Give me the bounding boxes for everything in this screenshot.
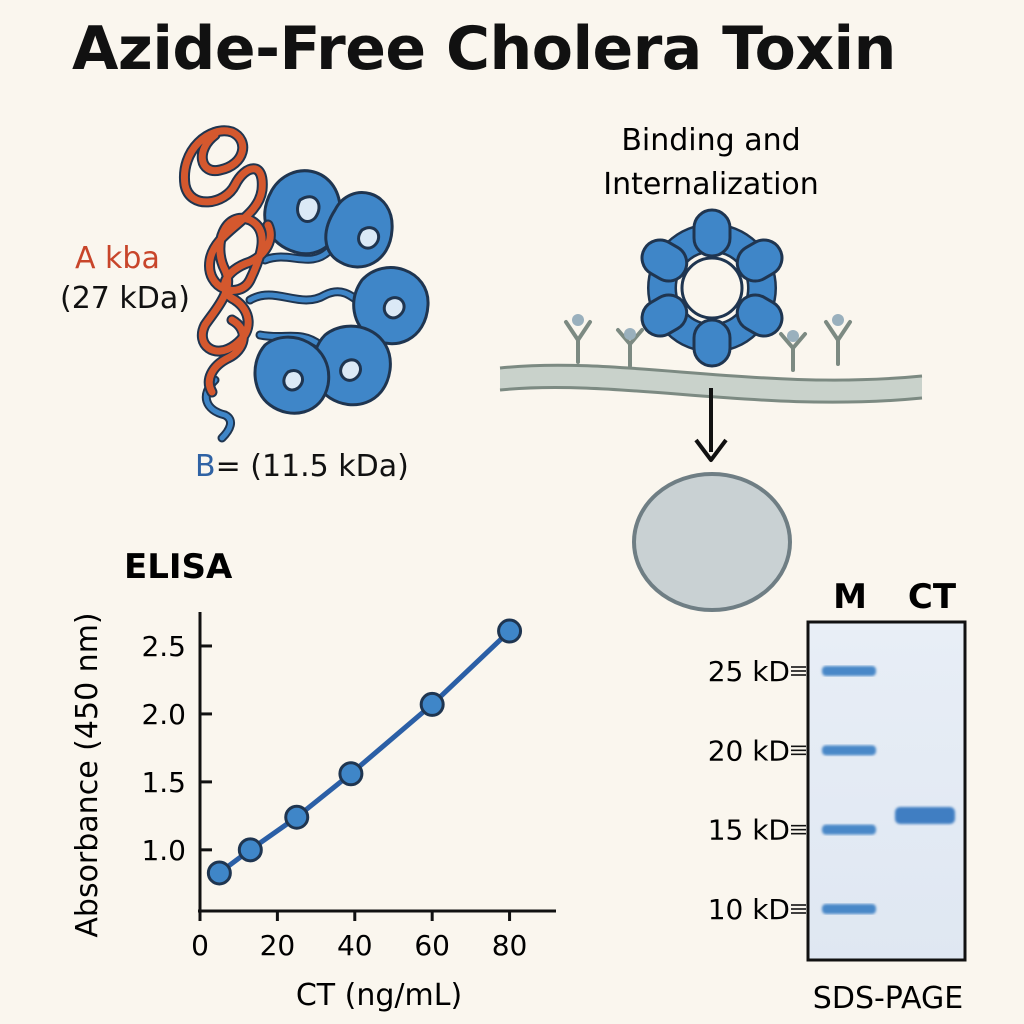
binding-title-line1: Binding and <box>621 123 800 158</box>
elisa-heading: ELISA <box>124 547 233 587</box>
a-subunit-label: A kba <box>75 241 160 276</box>
b-subunit-mass: = (11.5 kDa) <box>216 449 409 484</box>
gel-panel: M CT 25 kD 20 kD 15 kD 10 kD SDS-PAGE <box>708 577 967 1016</box>
internalization-arrow <box>694 388 728 462</box>
page-title: Azide-Free Cholera Toxin <box>72 14 896 84</box>
y-tick-label: 1.5 <box>141 766 186 799</box>
series-line <box>217 629 512 875</box>
marker-band <box>822 904 876 914</box>
lane-label-ct: CT <box>908 577 957 617</box>
marker-label: 10 kD <box>708 893 790 926</box>
elisa-panel: ELISA 1.0 1.5 2.0 2.5 0 20 40 60 80 CT (ng/mL) … <box>70 547 556 1013</box>
x-axis-label: CT (ng/mL) <box>296 978 462 1013</box>
a-subunit-ribbon <box>179 125 276 398</box>
endosome-vesicle <box>632 472 792 612</box>
b-pentamer-ring <box>640 208 784 368</box>
binding-title-line2: Internalization <box>603 167 819 202</box>
gel-caption: SDS-PAGE <box>813 981 963 1016</box>
b-monomer <box>324 191 394 269</box>
y-tick-label: 2.5 <box>141 630 186 663</box>
x-tick-label: 40 <box>337 929 373 962</box>
data-point <box>497 618 523 644</box>
receptor <box>824 320 852 366</box>
data-point <box>338 761 364 787</box>
marker-label: 25 kD <box>708 655 790 688</box>
receptor <box>779 332 807 372</box>
data-point <box>284 804 310 830</box>
marker-band <box>822 824 876 835</box>
marker-label: 15 kD <box>708 814 790 847</box>
data-point <box>206 860 232 886</box>
y-axis-label: Absorbance (450 nm) <box>70 612 105 937</box>
b-subunit-letter: B <box>195 449 216 484</box>
y-tick-label: 2.0 <box>141 698 186 731</box>
elisa-chart: 1.0 1.5 2.0 2.5 0 20 40 60 80 CT (ng/mL) Absorb… <box>70 612 556 1013</box>
gel-slab <box>806 620 967 962</box>
toxin-structure: A kba (27 kDa) B= (11.5 kDa) <box>60 125 430 484</box>
receptor <box>616 328 644 368</box>
x-tick-label: 60 <box>414 929 450 962</box>
data-point <box>237 837 263 863</box>
marker-label: 20 kD <box>708 734 790 767</box>
cell-membrane <box>499 363 923 404</box>
lane-label-m: M <box>833 577 867 617</box>
binding-panel: Binding and Internalization <box>499 123 923 612</box>
gm1-receptors <box>564 320 852 372</box>
x-tick-label: 0 <box>191 929 209 962</box>
y-tick-label: 1.0 <box>141 834 186 867</box>
receptor <box>564 320 592 364</box>
x-tick-label: 80 <box>492 929 528 962</box>
marker-band <box>822 745 876 756</box>
x-tick-label: 20 <box>260 929 296 962</box>
ct-band <box>895 807 955 824</box>
marker-band <box>822 666 876 676</box>
b-subunit-label: B= (11.5 kDa) <box>195 449 409 484</box>
data-point <box>419 691 445 717</box>
a-subunit-mass: (27 kDa) <box>60 281 190 316</box>
